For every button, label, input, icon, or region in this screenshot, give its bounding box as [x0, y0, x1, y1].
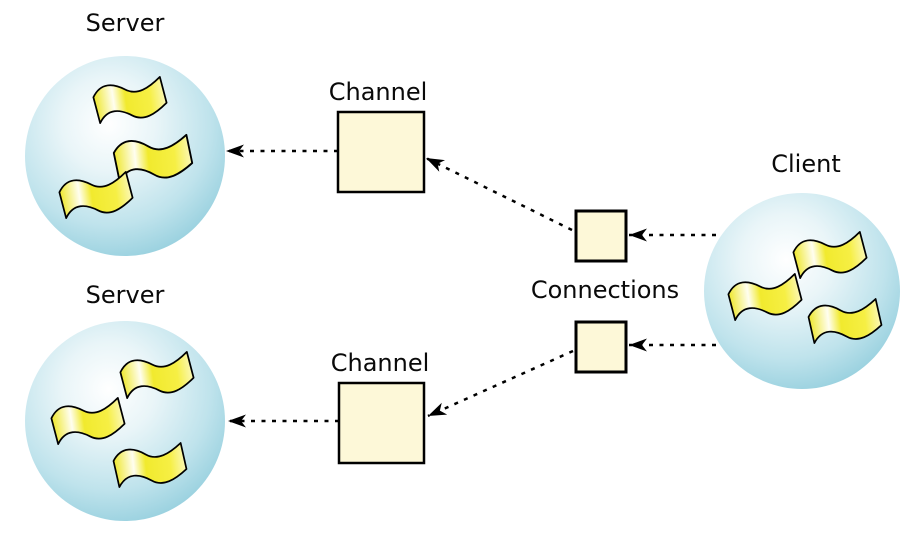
arrow-connection-top-to-channel-top — [425, 156, 573, 232]
connections-label: Connections — [531, 276, 679, 304]
client-label: Client — [771, 150, 840, 178]
channel-top-box — [336, 110, 426, 194]
server-top-label: Server — [86, 9, 165, 37]
channel-top-label: Channel — [329, 78, 428, 106]
channel-bottom-label: Channel — [331, 349, 430, 377]
connection-top-box — [574, 209, 628, 263]
connection-bottom-box — [574, 320, 628, 374]
arrow-connection-bottom-to-channel-bottom — [427, 349, 574, 418]
channel-bottom-box — [337, 381, 426, 465]
server-bottom-label: Server — [86, 281, 165, 309]
